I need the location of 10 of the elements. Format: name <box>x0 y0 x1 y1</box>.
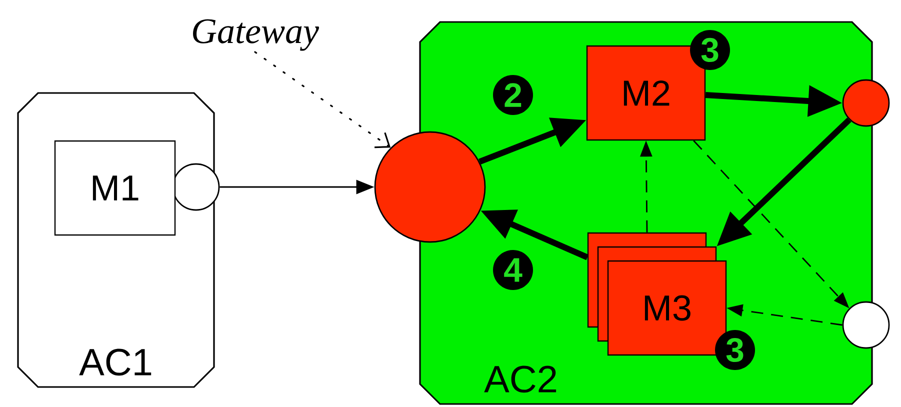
arrow <box>254 51 391 148</box>
callout-number: 3 <box>690 30 730 70</box>
stacked-module-boxes: M3 <box>607 260 727 356</box>
port-circle <box>842 301 890 349</box>
callout-number: 4 <box>493 250 533 290</box>
callout-number: 2 <box>493 75 533 115</box>
port-circle <box>842 79 890 127</box>
callout-number: 3 <box>715 330 755 370</box>
gateway-label: Gateway <box>193 19 320 51</box>
port-circle <box>374 131 486 243</box>
